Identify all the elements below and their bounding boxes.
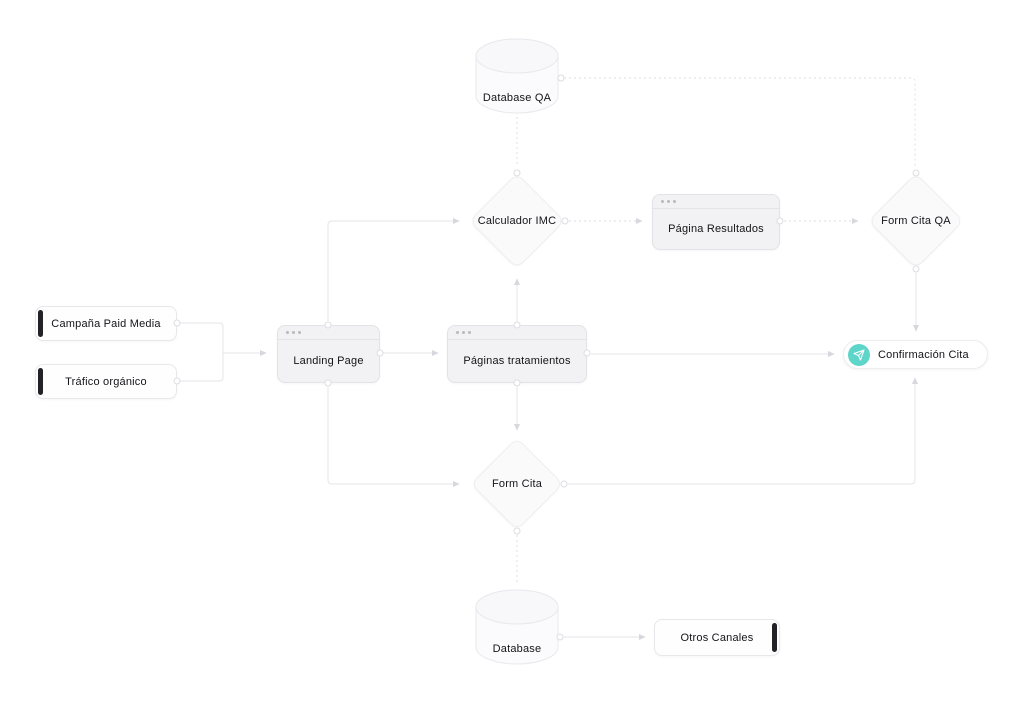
node-label: Landing Page <box>293 355 364 367</box>
node-otros-canales[interactable]: Otros Canales <box>654 619 780 656</box>
node-campana-paid-media[interactable]: Campaña Paid Media <box>35 306 177 341</box>
tag-bar <box>38 310 43 337</box>
node-label: Database QA <box>482 92 552 104</box>
node-landing-page[interactable]: Landing Page <box>277 325 380 383</box>
cylinder-shape <box>475 589 559 665</box>
node-label: Confirmación Cita <box>878 348 969 361</box>
edge-trafico-to-junction <box>178 353 224 382</box>
edge-landing-to-calculadorimc <box>327 218 460 321</box>
cylinder-shape <box>475 38 559 114</box>
node-database-qa[interactable]: Database QA <box>475 38 559 114</box>
node-trafico-organico[interactable]: Tráfico orgánico <box>35 364 177 399</box>
window-dots-icon <box>448 326 586 340</box>
node-database[interactable]: Database <box>475 589 559 665</box>
node-label: Otros Canales <box>680 631 754 644</box>
node-label: Database <box>492 643 542 655</box>
window-dots-icon <box>278 326 379 340</box>
node-pagina-resultados[interactable]: Página Resultados <box>652 194 780 250</box>
edge-campana-to-junction <box>178 322 224 353</box>
node-label: Tráfico orgánico <box>65 375 147 388</box>
node-label: Form Cita QA <box>881 215 951 227</box>
node-label: Campaña Paid Media <box>51 317 161 330</box>
node-confirmacion-cita[interactable]: Confirmación Cita <box>843 340 988 369</box>
edge-landing-to-formcita <box>327 387 460 487</box>
node-form-cita[interactable]: Form Cita <box>470 437 564 531</box>
node-paginas-tratamientos[interactable]: Páginas tratamientos <box>447 325 587 383</box>
paper-plane-icon <box>848 343 870 366</box>
edge-databaseqa-to-formcitaqa <box>564 77 916 166</box>
node-calculador-imc[interactable]: Calculador IMC <box>468 172 566 270</box>
node-label: Página Resultados <box>668 223 764 235</box>
node-label: Form Cita <box>491 478 543 490</box>
node-form-cita-qa[interactable]: Form Cita QA <box>867 172 965 270</box>
window-dots-icon <box>653 195 779 209</box>
node-label: Páginas tratamientos <box>463 355 571 367</box>
node-label: Calculador IMC <box>477 215 557 227</box>
tag-bar <box>772 623 777 652</box>
tag-bar <box>38 368 43 395</box>
edge-formcita-to-confirmacion <box>568 377 918 485</box>
